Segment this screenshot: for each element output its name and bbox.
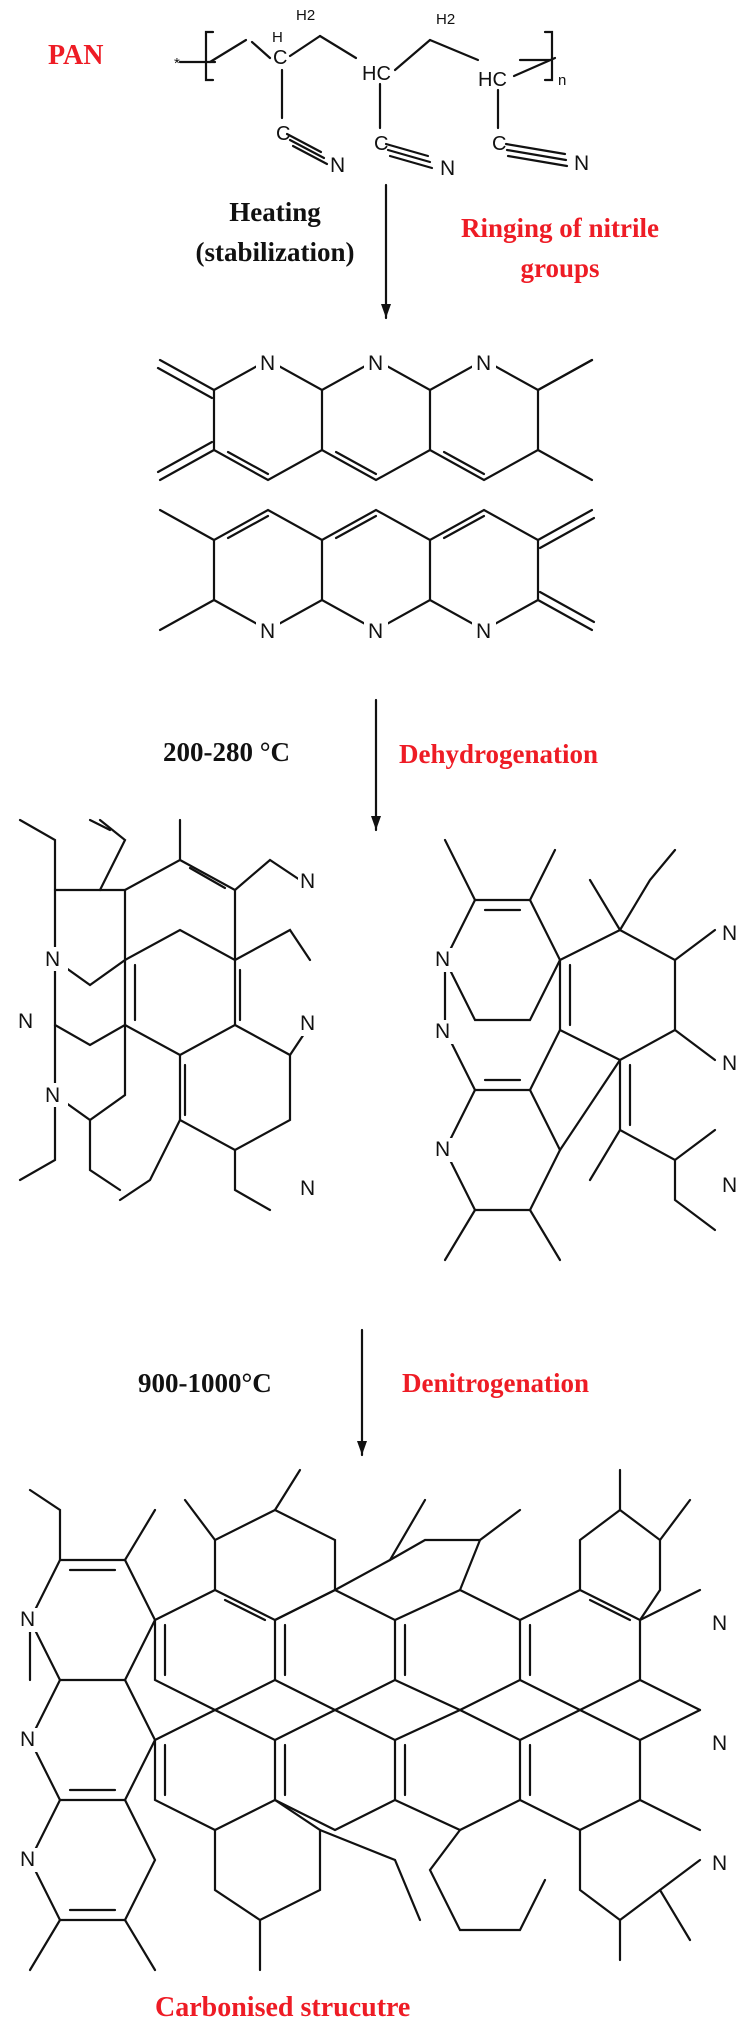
dehydrogenation-label: Dehydrogenation xyxy=(399,739,599,769)
ladder-polymer-top: N N N xyxy=(156,352,594,482)
atom-n: N xyxy=(435,1138,450,1161)
atom-n: N xyxy=(574,152,589,175)
atom-n: N xyxy=(18,1010,33,1033)
carbonised-structure-label: Carbonised strucutre xyxy=(155,1992,411,2023)
heating-label: Heating (stabilization) xyxy=(175,192,375,272)
repeat-n: n xyxy=(558,72,566,89)
atom-n: N xyxy=(722,1052,737,1075)
atom-n: N xyxy=(435,1020,450,1043)
atom-n: N xyxy=(260,352,275,375)
atom-h2: H2 xyxy=(436,11,455,28)
temperature-label-1: 200-280 °C xyxy=(163,737,291,767)
stabilization-line: (stabilization) xyxy=(195,237,355,267)
atom-n: N xyxy=(300,870,315,893)
denitrogenation-label: Denitrogenation xyxy=(402,1368,589,1398)
atom-n: N xyxy=(476,352,491,375)
atom-hc: HC xyxy=(478,69,507,91)
ringing-line-1: Ringing of nitrile xyxy=(460,213,659,243)
atom-n: N xyxy=(476,620,491,643)
atom-n: N xyxy=(300,1177,315,1200)
ladder-polymer-bottom: N N N xyxy=(158,508,596,643)
atom-c: C xyxy=(492,133,506,155)
pan-structure: * H C H2 HC H2 HC n C N C N C xyxy=(174,7,589,180)
atom-n: N xyxy=(45,948,60,971)
atom-n: N xyxy=(20,1728,35,1751)
dehydrogenated-structure-right: N N N N N N xyxy=(432,838,737,1262)
temperature-label-2: 900-1000°C xyxy=(138,1368,272,1398)
atom-n: N xyxy=(20,1848,35,1871)
atom-h: H xyxy=(272,29,283,46)
atom-c: C xyxy=(374,133,388,155)
atom-n: N xyxy=(722,922,737,945)
atom-n: N xyxy=(712,1852,727,1875)
atom-hc: HC xyxy=(362,63,391,85)
atom-n: N xyxy=(330,154,345,177)
atom-n: N xyxy=(20,1608,35,1631)
pan-label: PAN xyxy=(48,40,104,71)
atom-n: N xyxy=(440,157,455,180)
atom-n: N xyxy=(368,620,383,643)
atom-n: N xyxy=(368,352,383,375)
heating-line: Heating xyxy=(229,197,321,227)
atom-n: N xyxy=(260,620,275,643)
atom-n: N xyxy=(300,1012,315,1035)
carbonised-structure: N N N N N N xyxy=(18,1468,727,1972)
atom-c: C xyxy=(273,47,287,69)
atom-c: C xyxy=(276,123,290,145)
atom-h2: H2 xyxy=(296,7,315,24)
ringing-label: Ringing of nitrile groups xyxy=(430,208,690,288)
ringing-line-2: groups xyxy=(520,253,600,283)
atom-n: N xyxy=(722,1174,737,1197)
atom-n: N xyxy=(435,948,450,971)
atom-n: N xyxy=(45,1084,60,1107)
atom-n: N xyxy=(712,1732,727,1755)
star-end-mark: * xyxy=(174,55,180,72)
atom-n: N xyxy=(712,1612,727,1635)
dehydrogenated-structure-left: N N N N N N xyxy=(18,818,324,1212)
